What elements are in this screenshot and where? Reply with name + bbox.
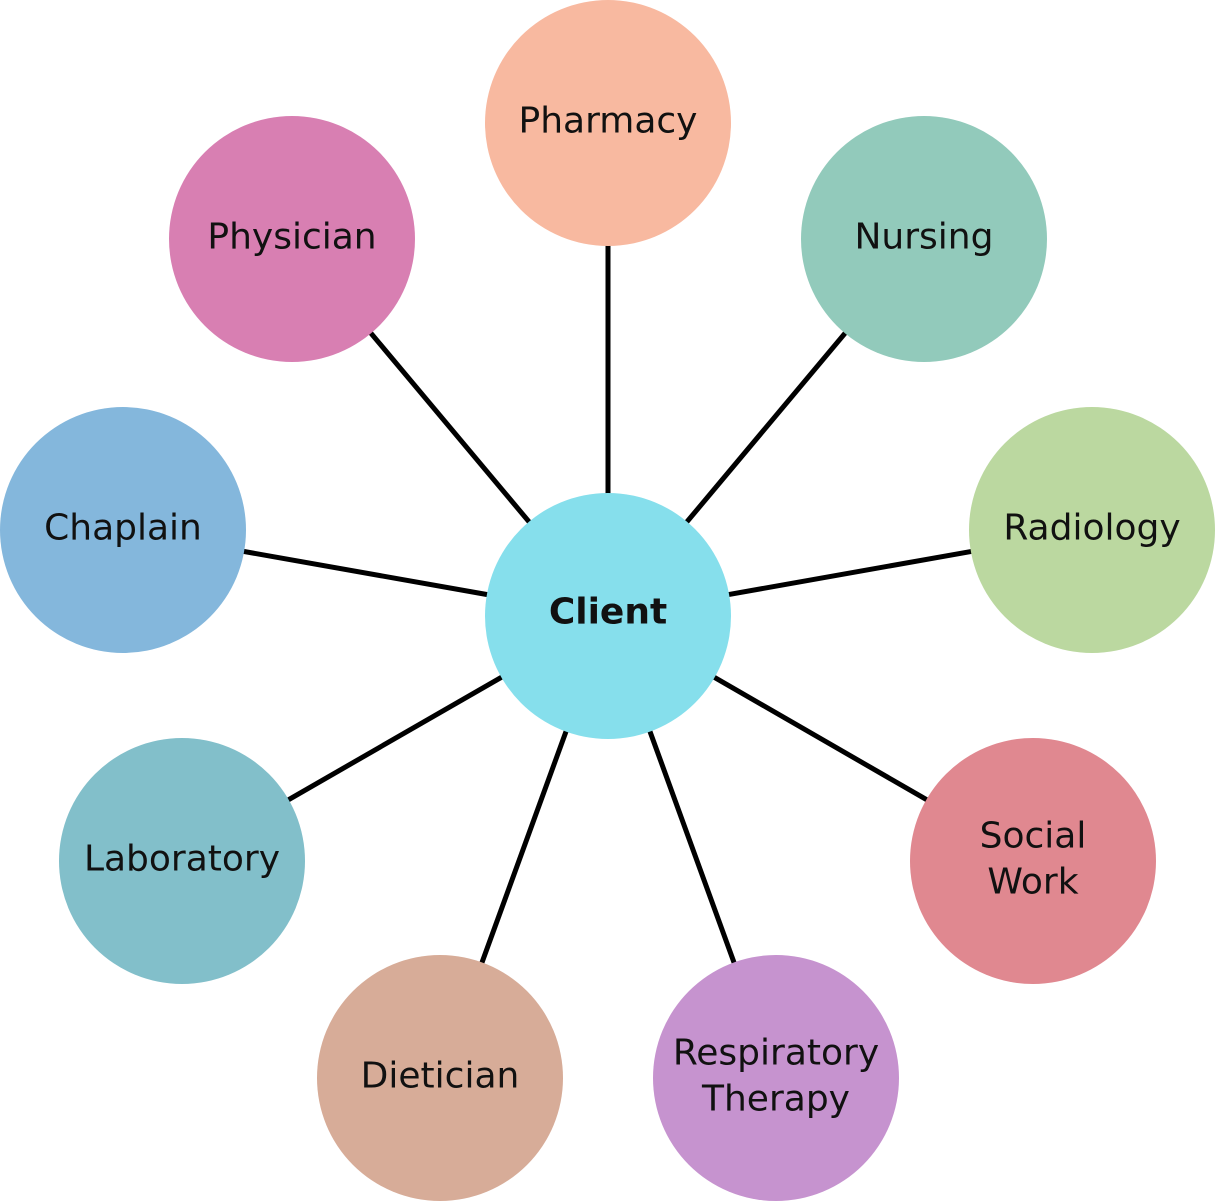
node-laboratory: Laboratory <box>59 738 305 984</box>
node-label-social-work-line-2: Work <box>987 862 1078 903</box>
node-dietician: Dietician <box>317 955 563 1201</box>
node-label-physician: Physician <box>207 217 376 258</box>
node-pharmacy: Pharmacy <box>485 0 731 246</box>
center-circle <box>485 493 731 739</box>
node-circle-nursing <box>801 116 1047 362</box>
node-circle-dietician <box>317 955 563 1201</box>
node-label-radiology: Radiology <box>1003 508 1180 549</box>
node-label-chaplain: Chaplain <box>44 508 202 549</box>
connector-dietician <box>479 728 569 966</box>
node-label-respiratory-therapy-line-1: Respiratory <box>673 1033 879 1074</box>
connector-social-work <box>711 674 930 803</box>
node-circle-chaplain <box>0 407 246 653</box>
center-node: Client <box>485 493 731 739</box>
node-circle-social-work <box>910 738 1156 984</box>
node-label-pharmacy: Pharmacy <box>519 101 698 142</box>
node-label-social-work-line-1: Social <box>980 816 1087 857</box>
node-label-nursing: Nursing <box>855 217 994 258</box>
node-label-dietician: Dietician <box>361 1056 520 1097</box>
node-circle-radiology <box>969 407 1215 653</box>
connector-radiology <box>726 548 974 598</box>
node-circle-laboratory <box>59 738 305 984</box>
center-label: Client <box>549 592 667 633</box>
node-physician: Physician <box>169 116 415 362</box>
node-circle-physician <box>169 116 415 362</box>
node-nursing: Nursing <box>801 116 1047 362</box>
node-circle-respiratory-therapy <box>653 955 899 1201</box>
node-label-laboratory: Laboratory <box>84 839 280 880</box>
connector-physician <box>367 330 533 525</box>
connector-respiratory-therapy <box>647 728 737 966</box>
node-circle-pharmacy <box>485 0 731 246</box>
node-radiology: Radiology <box>969 407 1215 653</box>
connectors <box>241 244 974 966</box>
connector-chaplain <box>241 548 490 598</box>
connector-nursing <box>683 330 849 525</box>
node-chaplain: Chaplain <box>0 407 246 653</box>
connector-laboratory <box>285 674 505 803</box>
node-label-respiratory-therapy-line-2: Therapy <box>701 1079 850 1120</box>
